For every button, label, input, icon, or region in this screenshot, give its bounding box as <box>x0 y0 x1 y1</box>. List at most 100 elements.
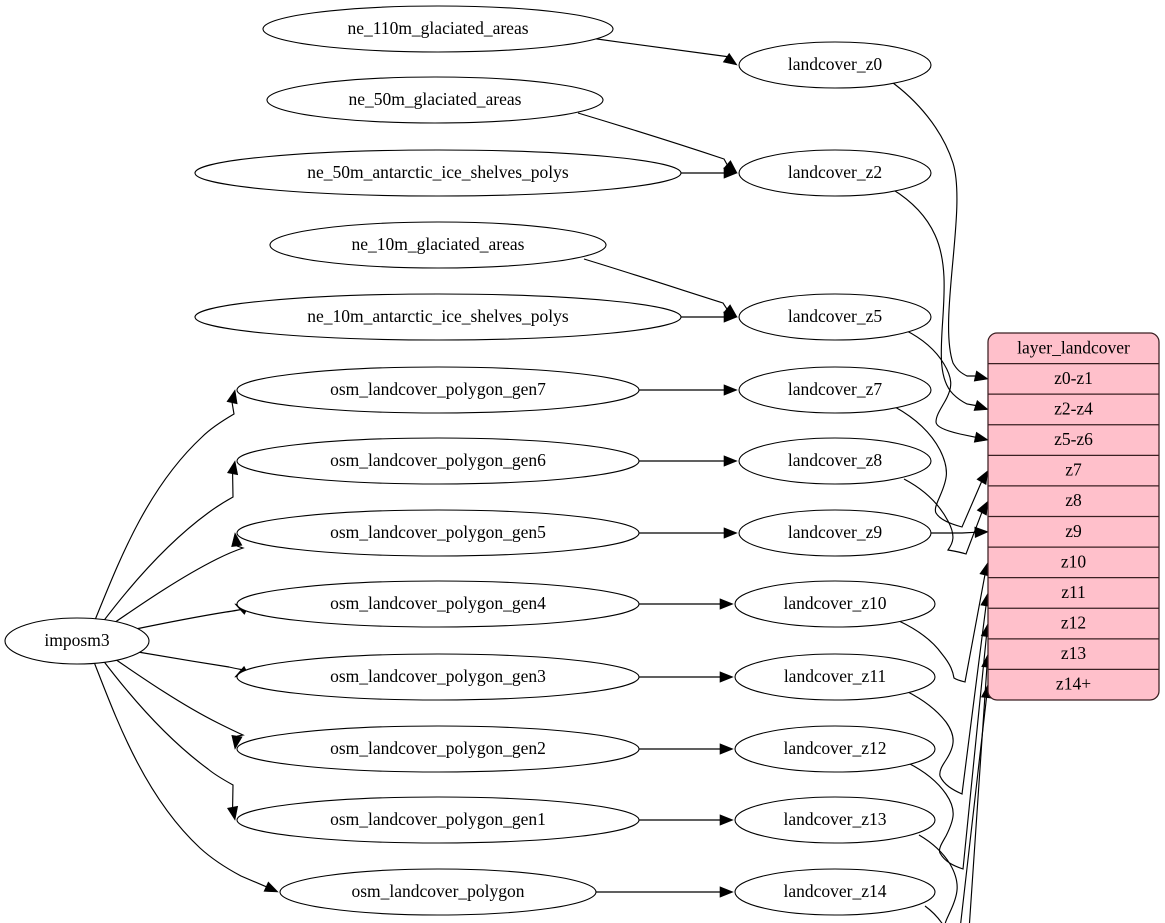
node-osm_landcover_polygon_gen5[interactable]: osm_landcover_polygon_gen5 <box>236 509 640 557</box>
node-shape-osm <box>279 868 597 916</box>
node-ne_10m_antarctic_ice_shelves_polys[interactable]: ne_10m_antarctic_ice_shelves_polys <box>194 293 682 341</box>
node-landcover_z11[interactable]: landcover_z11 <box>734 653 936 701</box>
node-shape-landcover <box>738 366 932 414</box>
node-shape-natural-earth <box>269 221 607 269</box>
node-shape-osm <box>236 796 640 844</box>
edge-landcover_z13-to-layer_landcover_z13 <box>918 667 988 923</box>
edge-arrowhead <box>719 743 734 755</box>
edge-arrowhead <box>227 805 239 821</box>
record-row-z7[interactable] <box>988 455 1159 486</box>
node-landcover_z9[interactable]: landcover_z9 <box>738 509 932 557</box>
edge-arrowhead <box>263 881 279 893</box>
edge-arrowhead <box>976 469 989 485</box>
node-landcover_z10[interactable]: landcover_z10 <box>734 580 936 628</box>
node-imposm3[interactable]: imposm3 <box>4 617 150 665</box>
edge-imposm3-to-osm_landcover_polygon <box>93 661 267 888</box>
node-ne_50m_antarctic_ice_shelves_polys[interactable]: ne_50m_antarctic_ice_shelves_polys <box>194 149 682 197</box>
edge-arrowhead <box>973 370 989 382</box>
edge-imposm3-to-osm_landcover_polygon_gen6 <box>101 473 234 624</box>
node-landcover_z13[interactable]: landcover_z13 <box>734 796 936 844</box>
edge-ne_50m_glaciated_areas-to-landcover_z2 <box>577 112 728 165</box>
node-shape-landcover <box>734 725 936 773</box>
node-shape-landcover <box>738 509 932 557</box>
node-osm_landcover_polygon_gen2[interactable]: osm_landcover_polygon_gen2 <box>236 725 640 773</box>
record-row-z13[interactable] <box>988 639 1159 670</box>
node-osm_landcover_polygon_gen6[interactable]: osm_landcover_polygon_gen6 <box>236 437 640 485</box>
node-shape-osm <box>236 366 640 414</box>
node-shape-landcover <box>734 653 936 701</box>
edge-arrowhead <box>723 527 738 539</box>
edge-arrowhead <box>722 52 738 66</box>
node-shape-landcover <box>734 868 936 916</box>
node-shape-natural-earth <box>194 293 682 341</box>
edge-arrowhead <box>723 455 738 467</box>
record-row-z5-z6[interactable] <box>988 425 1159 456</box>
edge-arrowhead <box>719 598 734 610</box>
node-landcover_z2[interactable]: landcover_z2 <box>738 149 932 197</box>
edge-arrowhead <box>974 526 989 538</box>
node-landcover_z12[interactable]: landcover_z12 <box>734 725 936 773</box>
node-landcover_z14[interactable]: landcover_z14 <box>734 868 936 916</box>
edge-imposm3-to-osm_landcover_polygon_gen7 <box>94 402 235 621</box>
record-row-z0-z1[interactable] <box>988 364 1159 395</box>
edge-arrowhead <box>973 399 989 411</box>
node-shape-landcover <box>738 41 932 89</box>
edge-ne_110m_glaciated_areas-to-landcover_z0 <box>589 37 731 59</box>
node-osm_landcover_polygon_gen7[interactable]: osm_landcover_polygon_gen7 <box>236 366 640 414</box>
node-shape-source <box>4 617 150 665</box>
edge-imposm3-to-osm_landcover_polygon_gen2 <box>111 656 245 737</box>
edge-landcover_z5-to-layer_landcover_z5z6 <box>904 329 976 438</box>
edge-arrowhead <box>719 671 734 683</box>
node-osm_landcover_polygon_gen4[interactable]: osm_landcover_polygon_gen4 <box>236 580 640 628</box>
node-landcover_z7[interactable]: landcover_z7 <box>738 366 932 414</box>
edge-ne_10m_glaciated_areas-to-landcover_z5 <box>583 258 728 310</box>
record-row-z2-z4[interactable] <box>988 394 1159 425</box>
node-shape-natural-earth <box>262 5 614 53</box>
edge-arrowhead <box>226 389 238 405</box>
edge-landcover_z0-to-layer_landcover_z0z1 <box>888 79 976 377</box>
node-shape-landcover <box>738 149 932 197</box>
edge-arrowhead <box>723 311 738 323</box>
edge-imposm3-to-osm_landcover_polygon_gen1 <box>101 658 234 808</box>
node-landcover_z0[interactable]: landcover_z0 <box>738 41 932 89</box>
edge-arrowhead <box>227 460 239 476</box>
node-shape-landcover <box>734 796 936 844</box>
edge-arrowhead <box>231 532 243 547</box>
edge-imposm3-to-osm_landcover_polygon_gen5 <box>110 545 245 626</box>
edge-landcover_z10-to-layer_landcover_z10 <box>898 574 986 683</box>
edge-arrowhead <box>719 814 734 826</box>
node-shape-osm <box>236 653 640 701</box>
node-landcover_z8[interactable]: landcover_z8 <box>738 437 932 485</box>
record-row-z9[interactable] <box>988 517 1159 548</box>
edge-landcover_z11-to-layer_landcover_z11 <box>905 605 987 795</box>
edge-arrowhead <box>723 167 738 179</box>
node-osm_landcover_polygon_gen3[interactable]: osm_landcover_polygon_gen3 <box>236 653 640 701</box>
edge-landcover_z7-to-layer_landcover_z7 <box>894 406 983 528</box>
record-row-z12[interactable] <box>988 608 1159 639</box>
edge-landcover_z14-to-layer_landcover_z14plus <box>924 697 988 923</box>
node-shape-natural-earth <box>266 76 604 124</box>
record-row-z10[interactable] <box>988 547 1159 578</box>
edge-landcover_z9-to-layer_landcover_z9 <box>931 531 976 534</box>
node-shape-landcover <box>734 580 936 628</box>
record-row-z11[interactable] <box>988 578 1159 609</box>
node-osm_landcover_polygon[interactable]: osm_landcover_polygon <box>279 868 597 916</box>
record-table-layer: layer_landcoverz0-z1z2-z4z5-z6z7z8z9z10z… <box>987 332 1160 701</box>
node-ne_110m_glaciated_areas[interactable]: ne_110m_glaciated_areas <box>262 5 614 53</box>
node-landcover_z5[interactable]: landcover_z5 <box>738 293 932 341</box>
edge-arrowhead <box>231 735 243 750</box>
record-table-layer_landcover[interactable]: layer_landcoverz0-z1z2-z4z5-z6z7z8z9z10z… <box>987 332 1160 701</box>
node-layer: imposm3 ne_110m_glaciated_areas ne_50m_gla… <box>4 5 936 916</box>
node-shape-osm <box>236 509 640 557</box>
edge-imposm3-to-osm_landcover_polygon_gen4 <box>130 607 252 631</box>
record-row-z8[interactable] <box>988 486 1159 517</box>
node-ne_50m_glaciated_areas[interactable]: ne_50m_glaciated_areas <box>266 76 604 124</box>
record-row-z14+[interactable] <box>988 669 1159 700</box>
node-shape-landcover <box>738 293 932 341</box>
edge-landcover_z8-to-layer_landcover_z8 <box>903 478 983 555</box>
node-osm_landcover_polygon_gen1[interactable]: osm_landcover_polygon_gen1 <box>236 796 640 844</box>
node-ne_10m_glaciated_areas[interactable]: ne_10m_glaciated_areas <box>269 221 607 269</box>
node-shape-natural-earth <box>194 149 682 197</box>
node-shape-osm <box>236 437 640 485</box>
